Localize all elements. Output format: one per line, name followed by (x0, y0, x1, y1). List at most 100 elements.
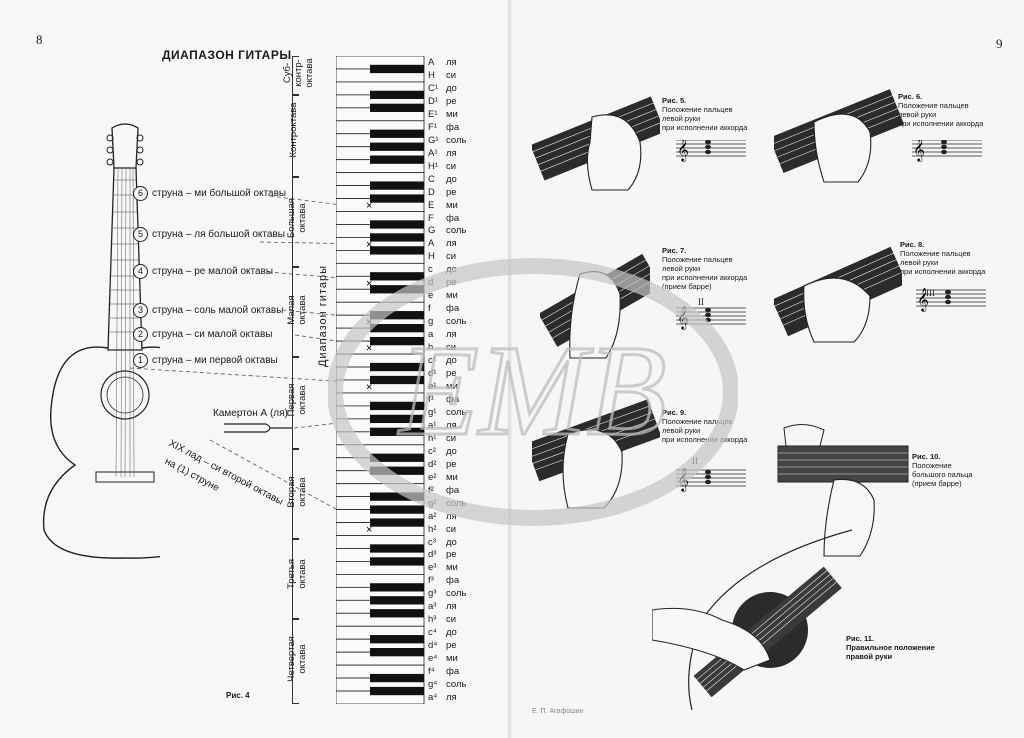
note-russian: ми (446, 290, 458, 302)
octave-label-third: Третья октава (286, 559, 308, 589)
black-key (370, 220, 424, 229)
note-row: C¹ до (428, 82, 508, 95)
treble-clef-icon: 𝄞 (917, 287, 929, 312)
black-key (370, 324, 424, 333)
thumb-barre-illustration (777, 424, 909, 557)
note-latin: f² (428, 484, 434, 496)
black-key (370, 155, 424, 164)
octave-bracket (292, 94, 299, 178)
note-latin: h (428, 342, 434, 354)
high-note-mark-icon: × (366, 524, 372, 536)
note-row: c до (428, 263, 508, 276)
note-row: g² соль (428, 497, 508, 510)
black-key (370, 583, 424, 592)
note-russian: до (446, 264, 457, 276)
black-key (370, 285, 424, 294)
note-latin: E (428, 199, 435, 211)
black-key (370, 375, 424, 385)
octave-bracket (292, 56, 299, 96)
page-number-left: 8 (36, 32, 43, 47)
range-label: Диапазон гитары (317, 264, 329, 368)
note-russian: ре (446, 458, 457, 470)
black-key (370, 686, 424, 696)
octave-label-contra: Контроктава (288, 102, 299, 158)
note-latin: e³ (428, 562, 437, 574)
black-key (370, 90, 424, 100)
note-latin: a² (428, 510, 437, 522)
note-latin: H¹ (428, 160, 439, 172)
octave-bracket (292, 448, 299, 540)
black-key (370, 233, 424, 242)
octave-label-fourth: Четвертая октава (286, 636, 308, 682)
black-key (370, 492, 424, 501)
page-title: ДИАПАЗОН ГИТАРЫ (162, 48, 292, 62)
note-latin: f⁴ (428, 666, 435, 678)
note-russian: си (446, 432, 457, 444)
note-russian: до (446, 355, 457, 367)
black-key (370, 596, 424, 605)
note-russian: до (446, 536, 457, 548)
note-latin: G¹ (428, 134, 439, 146)
note-russian: си (446, 160, 457, 172)
note-russian: ми (446, 381, 458, 392)
note-russian: фа (446, 666, 460, 678)
black-key (370, 246, 424, 255)
note-russian: фа (446, 575, 460, 587)
note-latin: h² (428, 523, 437, 535)
note-row: e¹ ми (428, 380, 508, 393)
black-key (370, 401, 424, 411)
note-russian: до (446, 627, 457, 639)
note-latin: H (428, 69, 435, 81)
note-latin: C¹ (428, 82, 439, 94)
note-russian: до (446, 82, 457, 94)
hand-chord-illustration (540, 253, 650, 359)
black-key (370, 648, 424, 657)
black-key (370, 453, 424, 462)
note-russian: ля (446, 510, 457, 522)
black-key (370, 544, 424, 553)
hand-chord-illustration (532, 399, 660, 509)
note-latin: E¹ (428, 108, 438, 120)
note-latin: h³ (428, 614, 437, 626)
note-russian: фа (446, 212, 460, 224)
octave-label-subcontra: Суб- контр- октава (282, 58, 315, 88)
note-russian: ля (446, 692, 457, 704)
note-latin: d² (428, 458, 437, 470)
note-latin: c⁴ (428, 627, 437, 639)
note-latin: g² (428, 497, 437, 509)
note-russian: ре (446, 277, 457, 289)
note-russian: соль (446, 497, 467, 509)
octave-label-small: Малая октава (286, 295, 308, 325)
note-latin: e (428, 290, 434, 302)
note-latin: g⁴ (428, 679, 438, 691)
note-latin: c (428, 264, 433, 276)
right-hand-illustration (652, 529, 852, 710)
note-russian: си (446, 342, 457, 354)
chord-note (705, 474, 711, 480)
note-latin: d³ (428, 549, 437, 561)
note-latin: D¹ (428, 95, 439, 107)
note-latin: e² (428, 471, 437, 483)
note-latin: f¹ (428, 393, 434, 405)
note-latin: e¹ (428, 381, 437, 392)
figure-label-4: Рис. 4 (226, 691, 250, 700)
chord-note (705, 312, 711, 318)
chord-note (945, 294, 951, 300)
note-row: d² ре (428, 458, 508, 471)
string-mark-icon: × (366, 317, 372, 329)
note-latin: g³ (428, 588, 437, 600)
